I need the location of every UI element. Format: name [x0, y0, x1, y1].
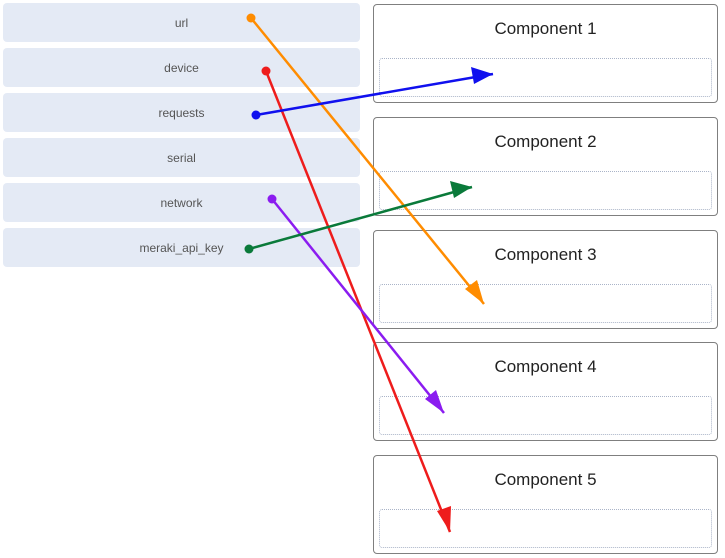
drop-zone[interactable] — [379, 509, 712, 548]
source-item-requests[interactable]: requests — [3, 93, 360, 132]
target-component-5: Component 5 — [373, 455, 718, 554]
source-item-meraki-api-key[interactable]: meraki_api_key — [3, 228, 360, 267]
target-title: Component 4 — [494, 357, 597, 376]
target-component-4: Component 4 — [373, 342, 718, 441]
source-label: network — [160, 195, 203, 210]
source-label: device — [164, 60, 199, 75]
target-component-2: Component 2 — [373, 117, 718, 216]
source-item-device[interactable]: device — [3, 48, 360, 87]
source-label: meraki_api_key — [139, 240, 224, 255]
target-title: Component 2 — [494, 132, 597, 151]
target-title: Component 3 — [494, 245, 597, 264]
source-item-network[interactable]: network — [3, 183, 360, 222]
source-item-serial[interactable]: serial — [3, 138, 360, 177]
drop-zone[interactable] — [379, 58, 712, 97]
source-item-url[interactable]: url — [3, 3, 360, 42]
source-label: requests — [158, 105, 205, 120]
target-title: Component 5 — [494, 470, 597, 489]
target-title: Component 1 — [494, 19, 597, 38]
drop-zone[interactable] — [379, 284, 712, 323]
drop-zone[interactable] — [379, 171, 712, 210]
target-component-1: Component 1 — [373, 4, 718, 103]
target-component-3: Component 3 — [373, 230, 718, 329]
drop-zone[interactable] — [379, 396, 712, 435]
source-label: serial — [167, 150, 196, 165]
source-label: url — [174, 15, 189, 30]
